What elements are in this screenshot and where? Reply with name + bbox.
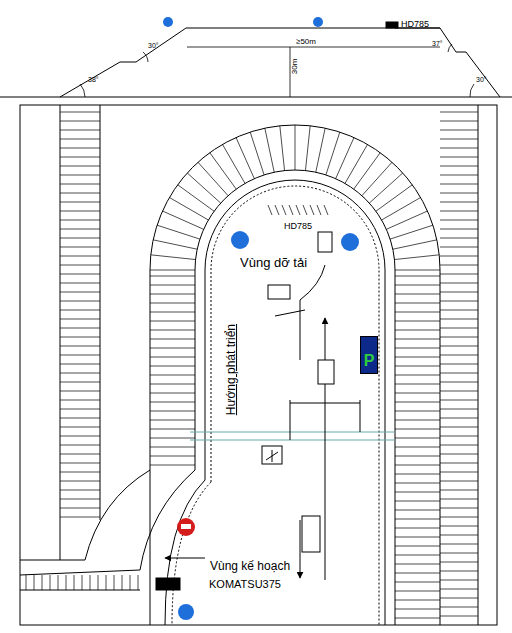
bench-hatching <box>26 112 478 618</box>
width-dimension: ≥50m <box>296 38 316 47</box>
slope-angle: 37° <box>432 40 443 48</box>
trucks <box>156 232 334 590</box>
truck-label: HD785 <box>401 20 429 30</box>
plan-view <box>20 105 497 625</box>
slope-angle: 38° <box>88 76 99 84</box>
zone-label: Vùng kế hoạch <box>210 560 290 573</box>
equipment-label: KOMATSU375 <box>209 578 281 590</box>
parking-sign: P <box>360 336 378 374</box>
slope-angle: 30° <box>476 76 487 84</box>
zone-label: Vùng dỡ tải <box>240 256 307 270</box>
height-dimension: 30m <box>292 58 301 74</box>
direction-label: Hướng phát triển <box>225 324 238 415</box>
signs <box>177 231 359 620</box>
profile-icons <box>163 17 323 27</box>
truck-label: HD785 <box>284 222 312 232</box>
profile-section <box>0 22 512 97</box>
sign-letter: P <box>364 352 375 370</box>
slope-angle: 30° <box>148 42 159 50</box>
